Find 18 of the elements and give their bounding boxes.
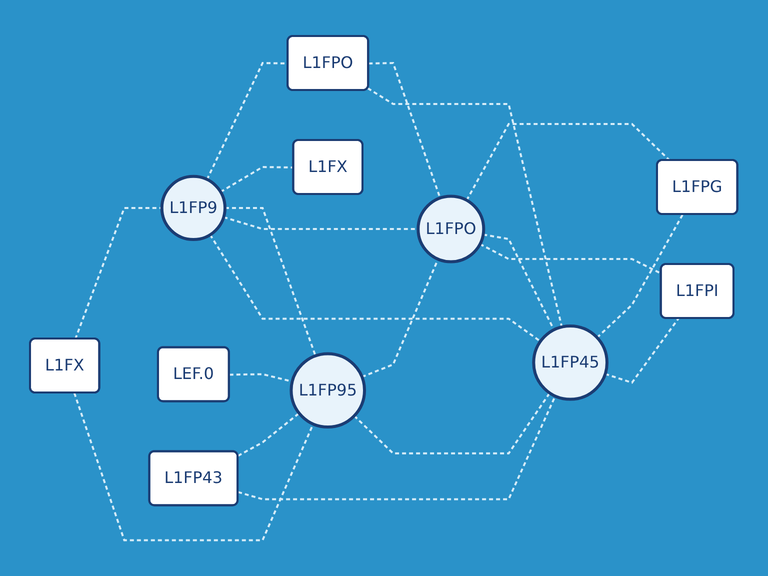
node-circle: L1FP45 — [532, 324, 609, 401]
node-circle: L1FP95 — [290, 352, 366, 428]
connector — [220, 166, 294, 193]
connector — [210, 234, 542, 342]
connector — [225, 206, 317, 356]
connector — [480, 243, 662, 274]
connector — [466, 122, 671, 201]
connector — [238, 412, 300, 457]
connector — [238, 396, 556, 500]
connector — [605, 318, 680, 384]
node-circle: L1FPO — [416, 194, 486, 264]
node-circle: L1FP9 — [160, 174, 227, 241]
connector — [354, 392, 551, 454]
connector — [368, 62, 442, 198]
connector — [368, 87, 564, 328]
connector — [74, 206, 162, 340]
connector — [74, 392, 314, 542]
connector — [596, 214, 684, 338]
